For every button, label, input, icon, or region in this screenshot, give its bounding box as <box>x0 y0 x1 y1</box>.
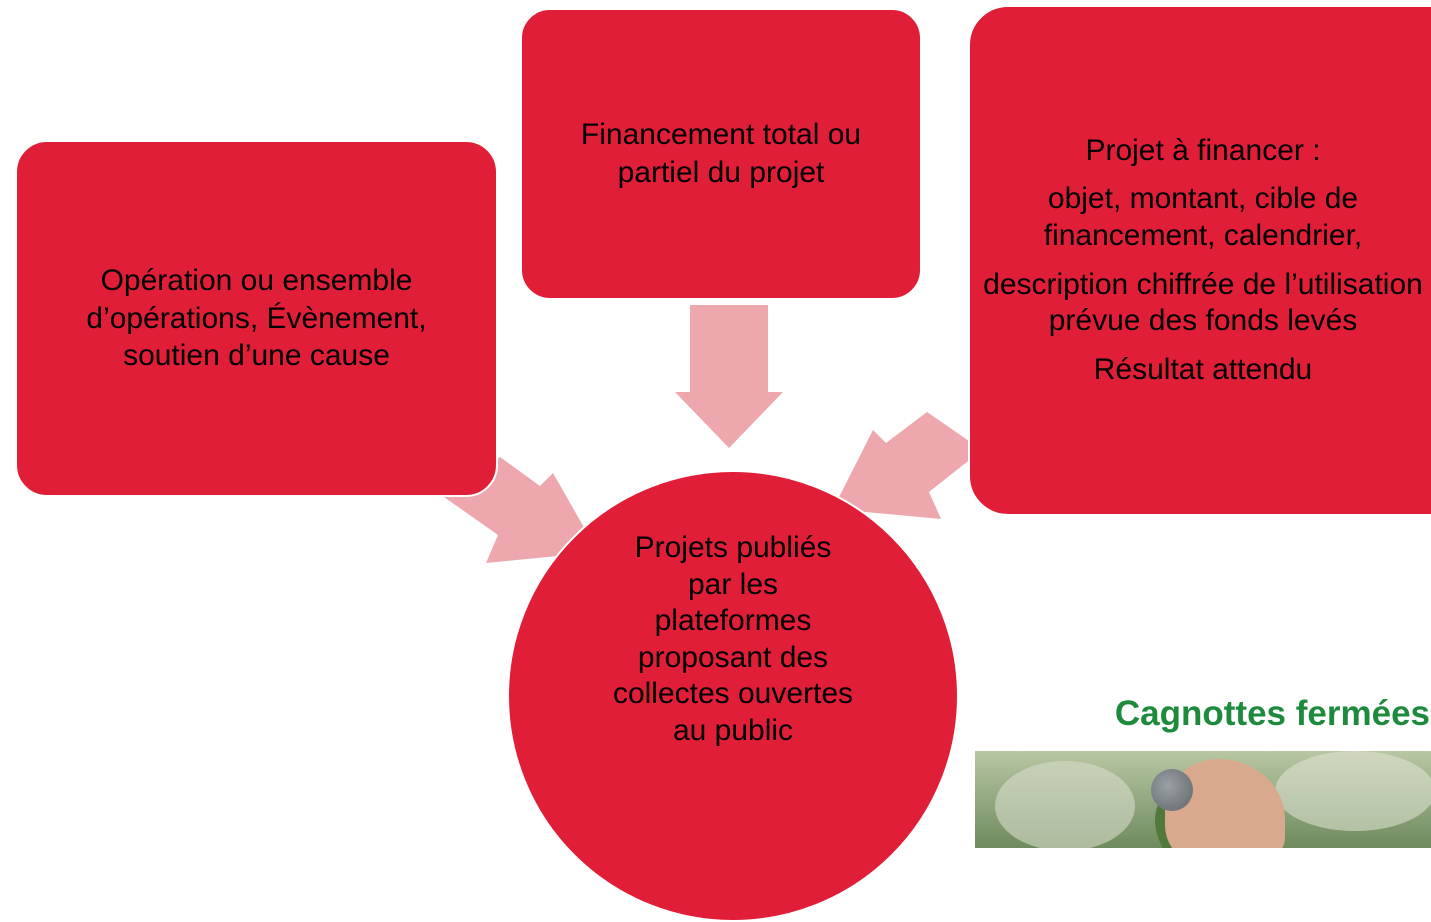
box-projet-title: Projet à financer : <box>1085 133 1321 167</box>
coin-icon <box>1151 769 1193 811</box>
center-line-1: Projets publiés <box>634 531 832 564</box>
center-circle: Projets publiés par les plateformes prop… <box>507 470 959 922</box>
center-line-2: par les <box>687 567 779 601</box>
box-operation-line-3: soutien d’une cause <box>123 339 390 373</box>
box-financement-line-1: Financement total ou <box>580 118 862 151</box>
center-circle-text: Projets publiés par les plateformes prop… <box>568 530 898 750</box>
center-line-6: au public <box>672 713 794 747</box>
center-line-5: collectes ouvertes <box>612 677 854 711</box>
box-projet-description: description chiffrée de l’utilisation pr… <box>983 267 1423 338</box>
arrow-down <box>675 305 783 448</box>
box-operation: Opération ou ensemble d’opérations, Évèn… <box>15 140 498 497</box>
photo-background-blur-2 <box>1275 751 1431 831</box>
arrow-down-left <box>833 412 982 519</box>
hand-coin-photo <box>975 751 1431 848</box>
box-operation-line-2: d’opérations, Évènement, <box>86 301 427 335</box>
box-financement-line-2: partiel du projet <box>617 155 825 189</box>
center-line-4: proposant des <box>637 640 829 674</box>
center-line-3: plateformes <box>654 604 812 638</box>
photo-background-blur <box>995 761 1135 848</box>
cagnottes-heading: Cagnottes fermées <box>1114 694 1430 733</box>
box-financement: Financement total ou partiel du projet <box>520 8 922 300</box>
box-projet-result: Résultat attendu <box>1093 352 1313 386</box>
box-projet: Projet à financer : objet, montant, cibl… <box>968 5 1431 516</box>
box-operation-line-1: Opération ou ensemble <box>100 264 413 298</box>
box-projet-details: objet, montant, cible de financement, ca… <box>1043 182 1363 252</box>
